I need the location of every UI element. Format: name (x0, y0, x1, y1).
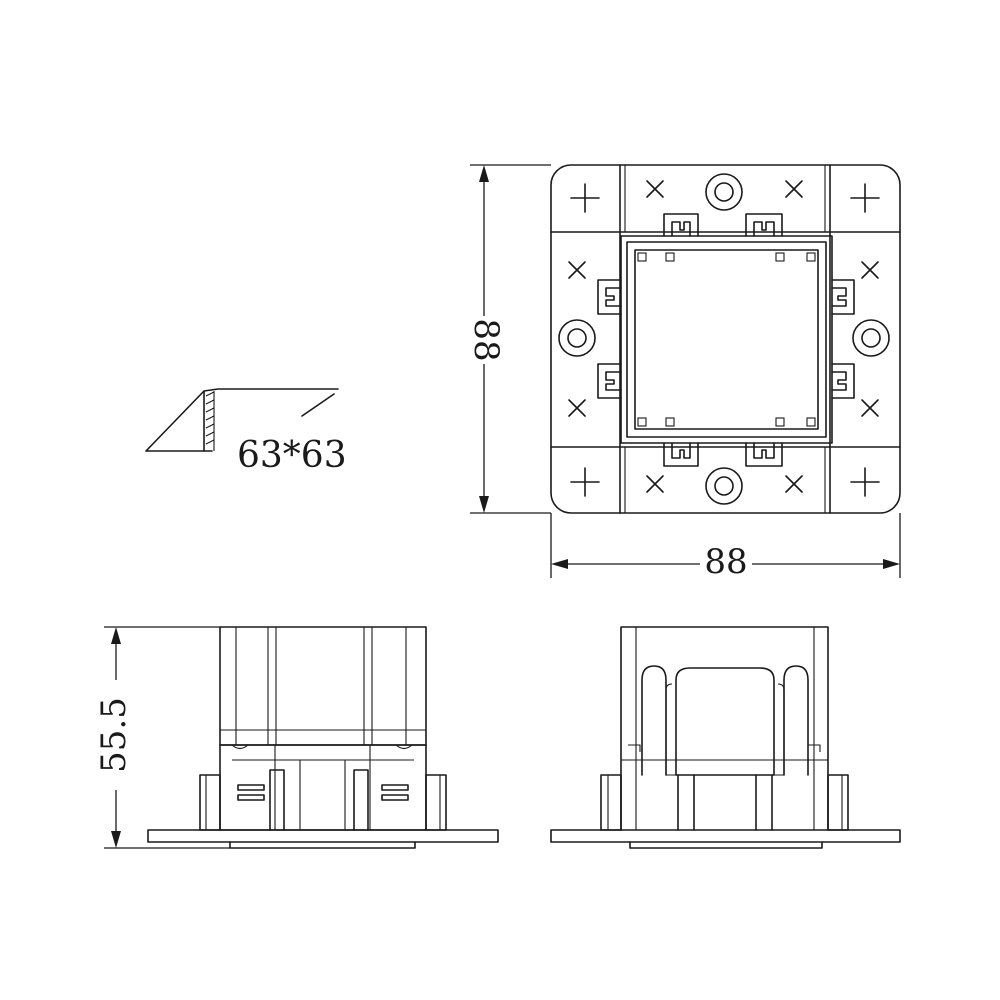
spring-clip (831, 363, 855, 399)
corner-tab (775, 252, 785, 262)
side-tab (827, 774, 849, 831)
x-mark (646, 180, 664, 198)
screw-hole (852, 319, 890, 357)
x-mark (861, 261, 879, 279)
plus-mark (570, 183, 600, 213)
top-view-outer-frame (550, 164, 901, 514)
corner-tab (775, 417, 785, 427)
spring-clip (663, 442, 699, 467)
corner-tab (637, 417, 647, 427)
spring-clip (597, 279, 622, 315)
plus-mark (850, 467, 880, 497)
central-body (675, 667, 775, 776)
spring-clip (831, 279, 855, 315)
corner-tab (806, 417, 816, 427)
slot (237, 784, 265, 791)
inner-frame-inner (634, 249, 819, 430)
screw-hole (705, 173, 743, 211)
corner-tab (665, 417, 675, 427)
screw-hole (705, 467, 743, 505)
slot (237, 794, 265, 801)
x-mark (568, 399, 586, 417)
inner-frame-outer (620, 235, 833, 444)
x-mark (646, 475, 664, 493)
spring-leg (269, 769, 285, 831)
cutout-size-label: 63*63 (237, 435, 347, 476)
spring-leg (353, 769, 369, 831)
corner-tab (806, 252, 816, 262)
notch (231, 744, 413, 750)
top-view (550, 164, 901, 514)
spring-clip (663, 213, 699, 237)
spring-clip (597, 363, 622, 399)
dimension-top-width: 88 (550, 513, 901, 582)
dimension-label: 55.5 (94, 697, 134, 773)
x-mark (861, 399, 879, 417)
spring-clip (745, 213, 783, 237)
slot (381, 794, 409, 801)
leg (677, 774, 695, 831)
lower-body (219, 744, 427, 831)
plus-mark (850, 183, 880, 213)
spring-clip (745, 442, 783, 467)
x-mark (785, 475, 803, 493)
dimension-side-height: 55.5 (94, 626, 230, 849)
x-mark (785, 180, 803, 198)
side-view-right (550, 626, 901, 849)
corner-tab (637, 252, 647, 262)
plus-mark (570, 467, 600, 497)
side-view-left (147, 626, 499, 849)
flange (550, 829, 901, 843)
spring (783, 665, 809, 776)
flange-bottom (629, 841, 823, 849)
slot (381, 784, 409, 791)
side-tab (600, 774, 622, 831)
spring (641, 665, 667, 776)
dimension-label: 88 (466, 318, 506, 361)
inner-frame-mid (626, 241, 827, 438)
upper-body (219, 626, 427, 746)
dimension-top-height: 88 (466, 164, 551, 514)
side-tab (199, 774, 221, 831)
outer-shell (620, 626, 829, 831)
leg (755, 774, 773, 831)
x-mark (568, 261, 586, 279)
flange-bottom (229, 841, 416, 849)
corner-tab (665, 252, 675, 262)
cutout-symbol: 63*63 (145, 388, 347, 476)
screw-hole (558, 319, 596, 357)
side-tab (425, 774, 447, 831)
dimension-label: 88 (704, 542, 747, 582)
flange (147, 829, 499, 843)
